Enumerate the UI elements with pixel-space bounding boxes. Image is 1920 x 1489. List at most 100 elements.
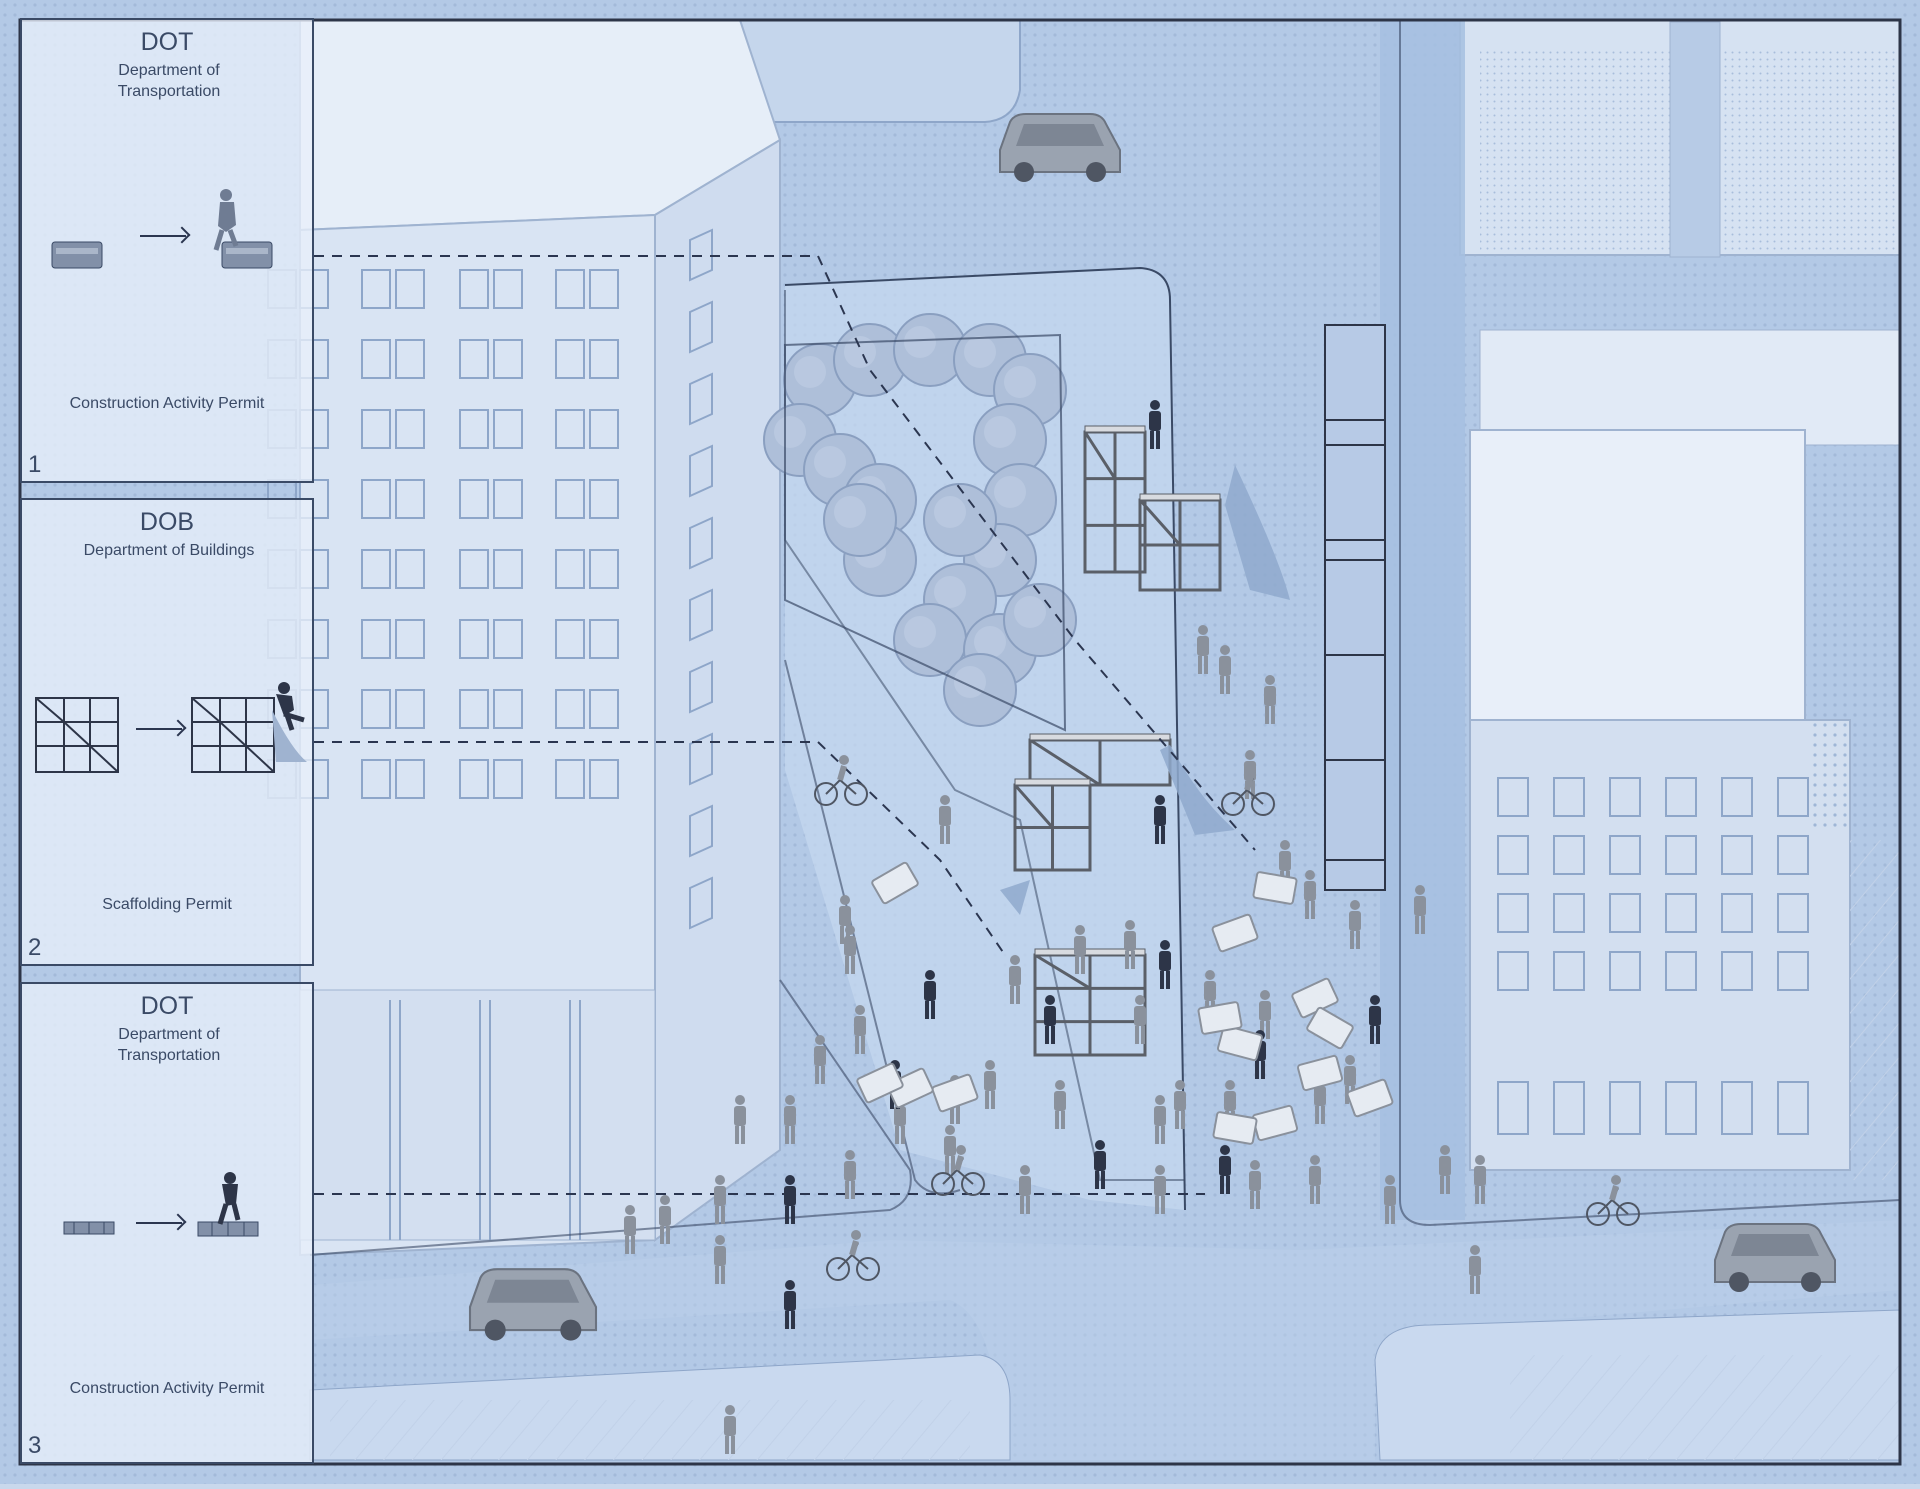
pedestrian-icon — [844, 925, 856, 974]
agency-full-name: Department of Buildings — [83, 542, 255, 559]
cyclist-icon — [1221, 765, 1275, 816]
pedestrian-icon — [724, 1405, 736, 1454]
panel-number: 1 — [28, 451, 42, 478]
skateboarder-icon — [276, 682, 305, 731]
jersey-barrier-icon — [931, 1073, 979, 1113]
pedestrian-icon — [844, 1150, 856, 1199]
billboard-tower — [1324, 324, 1386, 891]
pedestrian-icon — [1044, 995, 1056, 1044]
pedestrian-icon — [784, 1095, 796, 1144]
pedestrian-icon — [944, 1125, 956, 1174]
pedestrian-icon — [624, 1205, 636, 1254]
pedestrian-icon — [1414, 885, 1426, 934]
permit-name: Construction Activity Permit — [69, 1380, 265, 1397]
pedestrian-icon — [1074, 925, 1086, 974]
car-icon — [1714, 1223, 1836, 1292]
pedestrian-icon — [924, 970, 936, 1019]
pedestrian-icon — [1054, 1080, 1066, 1129]
pedestrian-icon — [1154, 1165, 1166, 1214]
pedestrian-icon — [839, 895, 851, 944]
agency-full-name: Department of Transportation — [117, 1026, 221, 1064]
permit-name: Construction Activity Permit — [69, 395, 265, 412]
panel-2-illustration — [35, 682, 307, 773]
jersey-barrier-icon — [886, 1067, 934, 1109]
arrow-icon — [136, 1222, 182, 1224]
permit-panel-2: DOB Department of Buildings Scaffolding … — [20, 498, 314, 966]
cyclist-icon — [814, 755, 868, 806]
side-street — [1380, 20, 1465, 1220]
pedestrian-icon — [714, 1235, 726, 1284]
ramp-icon — [272, 710, 307, 762]
car-icon — [999, 113, 1121, 182]
pallet-icon — [63, 1221, 115, 1235]
cyclist-icon — [931, 1145, 985, 1196]
pedestrian-icon — [1134, 995, 1146, 1044]
pedestrian-icon — [1149, 400, 1161, 449]
pedestrian-icon — [984, 1060, 996, 1109]
skate-ramps — [1000, 465, 1290, 915]
jersey-barrier-icon — [1211, 913, 1259, 953]
cyclist-icon — [1586, 1175, 1640, 1226]
arrow-icon — [140, 235, 186, 237]
cyclist-icon — [826, 1230, 880, 1281]
panel-number: 2 — [28, 934, 42, 961]
jersey-barrier-icon — [1212, 1111, 1258, 1145]
scaffolding-icon — [35, 697, 119, 773]
pedestrian-icon — [784, 1175, 796, 1224]
pedestrian-icon — [1009, 955, 1021, 1004]
permit-panel-1: DOT Department of Transportation Constru… — [20, 18, 314, 483]
agency-abbrev: DOB — [139, 508, 195, 536]
pedestrian-icon — [734, 1095, 746, 1144]
agency-abbrev: DOT — [140, 28, 194, 56]
pedestrian-icon — [1159, 940, 1171, 989]
skateboarder-icon — [213, 189, 239, 251]
pedestrian-icon — [814, 1035, 826, 1084]
pedestrian-icon — [1197, 625, 1209, 674]
pedestrian-icon — [1309, 1155, 1321, 1204]
pedestrian-icon — [714, 1175, 726, 1224]
cars — [468, 113, 1836, 1341]
pedestrian-icon — [1474, 1155, 1486, 1204]
jersey-barrier-icon — [221, 241, 273, 269]
pedestrian-icon — [1219, 1145, 1231, 1194]
skateboarder-icon — [217, 1172, 241, 1225]
permit-name: Scaffolding Permit — [102, 896, 232, 913]
jersey-barrier-icon — [1346, 1078, 1394, 1118]
pedestrian-icon — [1094, 1140, 1106, 1189]
pedestrian-icon — [784, 1280, 796, 1329]
panel-3-illustration — [63, 1172, 259, 1237]
pedestrian-icon — [1259, 990, 1271, 1039]
jersey-barrier-icon — [1296, 1054, 1344, 1092]
projection-lines — [314, 255, 1256, 1195]
panel-number: 3 — [28, 1432, 42, 1459]
scaffolding-icon — [1083, 430, 1147, 574]
scaffolding-icon — [191, 697, 275, 773]
pedestrian-icon — [854, 1005, 866, 1054]
pedestrian-icon — [1154, 1095, 1166, 1144]
pedestrian-icon — [1469, 1245, 1481, 1294]
agency-full-name: Department of Transportation — [117, 62, 221, 100]
building-columns — [389, 1000, 581, 1240]
pedestrian-icon — [1264, 675, 1276, 724]
pedestrian-icon — [1174, 1080, 1186, 1129]
jersey-barrier-icon — [51, 241, 103, 269]
pedestrian-icon — [1349, 900, 1361, 949]
pedestrian-icon — [1219, 645, 1231, 694]
scaffolding-icon — [1138, 498, 1222, 592]
pedestrian-icon — [1154, 795, 1166, 844]
pedestrian-icon — [1124, 920, 1136, 969]
pedestrian-icon — [1304, 870, 1316, 919]
pedestrian-icon — [659, 1195, 671, 1244]
jersey-barrier-icon — [1252, 871, 1298, 905]
jersey-barrier-icon — [1216, 1024, 1264, 1062]
agency-abbrev: DOT — [140, 992, 194, 1020]
jersey-barrier-icon — [1306, 1006, 1354, 1050]
pedestrian-icon — [1369, 995, 1381, 1044]
sidewalk-top — [728, 19, 1021, 123]
pedestrian-icon — [1249, 1160, 1261, 1209]
pedestrian-icon — [939, 795, 951, 844]
right-buildings — [1459, 19, 1901, 1180]
jersey-barrier-icon — [856, 1062, 904, 1104]
pedestrian-icon — [1439, 1145, 1451, 1194]
